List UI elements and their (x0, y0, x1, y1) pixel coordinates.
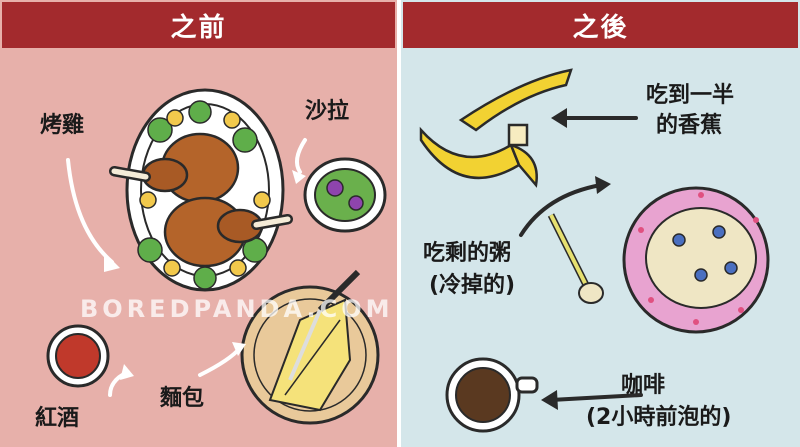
arrow-porridge (519, 183, 603, 237)
red-wine (46, 324, 110, 388)
roast-chicken (108, 132, 294, 268)
arrow-coffee (549, 393, 643, 402)
after-panel: 之後 (401, 0, 800, 447)
label-banana-line2: 的香蕉 (656, 113, 723, 138)
label-red-wine: 紅酒 (35, 406, 80, 431)
label-salad: 沙拉 (305, 99, 350, 124)
salad-bowl (303, 157, 387, 233)
before-title: 之前 (2, 2, 395, 48)
coffee-cup (445, 357, 539, 433)
arrow-chicken (66, 158, 114, 264)
before-illustration (46, 88, 387, 425)
label-roast-chicken: 烤雞 (40, 113, 85, 138)
label-coffee-line1: 咖啡 (621, 373, 666, 398)
label-porridge-line2: (冷掉的) (429, 273, 516, 298)
porridge-bowl (547, 186, 770, 334)
arrow-salad (294, 138, 307, 174)
label-banana-line1: 吃到一半 (646, 83, 735, 108)
arrow-bread (198, 346, 242, 377)
before-panel: 之前 (0, 0, 397, 447)
label-coffee-line2: (2小時前泡的) (586, 405, 732, 430)
label-porridge-line1: 吃剩的粥 (423, 241, 512, 266)
after-illustration (419, 68, 770, 433)
label-bread: 麵包 (160, 386, 205, 411)
watermark: BOREDPANDA.COM (80, 295, 394, 323)
half-eaten-banana (419, 68, 573, 188)
bread-board (240, 269, 380, 425)
after-title: 之後 (403, 2, 798, 48)
panel-divider (397, 0, 401, 447)
